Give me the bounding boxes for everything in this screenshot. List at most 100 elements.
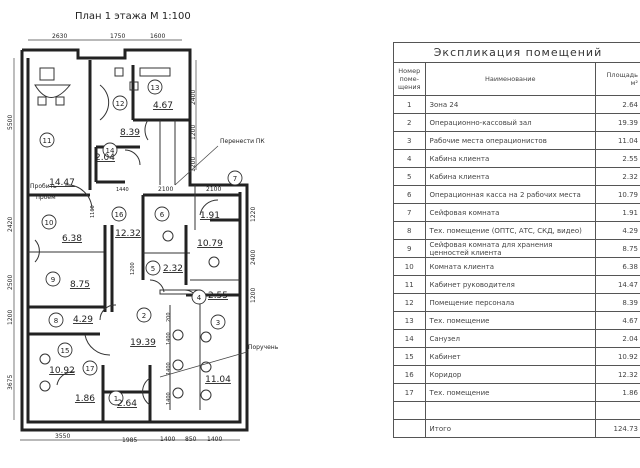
room-area: 4.29 [73,315,93,325]
row-area: 2.04 [595,329,640,348]
dim-left-1: 5500 [7,115,14,130]
dim-right-6: 1200 [250,288,257,303]
dim-top-2: 1750 [110,33,125,40]
room-schedule-table: Экспликация помещений Номер поме-щения Н… [393,42,640,438]
note-make-opening-2: проем [36,194,56,201]
room-number-circle [41,214,57,230]
header-number: Номер поме-щения [393,62,426,96]
row-number: 10 [393,257,426,276]
room-area: 14.47 [49,178,75,188]
blank-cell [424,401,597,420]
header-area: Площадь м² [595,62,640,96]
row-name: Операционно-кассовый зал [424,113,597,132]
dim-inner-2: 2100 [158,186,173,193]
row-number: 16 [393,365,426,384]
room-labels: 1114.47128.39134.67142.041612.32610.7971… [39,79,243,409]
dim-bottom-1: 3550 [55,433,70,440]
row-name: Операционная касса на 2 рабочих места [424,185,597,204]
room-number-circle [145,260,161,276]
row-name: Зона 24 [424,95,597,114]
dim-right-3: 1200 [190,157,197,172]
row-number: 2 [393,113,426,132]
dim-inner-9: 1400 [166,392,172,405]
dim-top-3: 1600 [150,33,165,40]
note-handrail: Поручень [248,344,279,351]
row-number: 12 [393,293,426,312]
room-number: 16 [115,211,124,219]
room-area: 8.75 [70,280,90,290]
row-name: Сейфовая комната [424,203,597,222]
room-number: 1 [114,395,118,403]
room-number-circle [39,132,55,148]
total-label: Итого [424,419,597,438]
room-number-circle [147,79,163,95]
room-number-circle [111,206,127,222]
row-number: 3 [393,131,426,150]
room-area: 8.39 [120,128,140,138]
row-area: 14.47 [595,275,640,294]
header-name: Наименование [424,62,597,96]
row-area: 12.32 [595,365,640,384]
row-name: Коридор [424,365,597,384]
row-name: Комната клиента [424,257,597,276]
row-name: Тех. помещение [424,383,597,402]
room-number-circle [48,312,64,328]
row-name: Тех. помещение [424,311,597,330]
room-number: 9 [51,276,55,284]
room-area: 6.38 [62,234,82,244]
room-number: 10 [45,219,54,227]
room-number: 5 [151,265,155,273]
row-number: 15 [393,347,426,366]
room-area: 10.92 [49,366,75,376]
row-number: 7 [393,203,426,222]
dim-right-2: 1200 [190,125,197,140]
room-area: 10.79 [197,239,223,249]
room-area: 12.32 [115,229,141,239]
total-area: 124.73 [595,419,640,438]
dim-bottom-3: 1400 [160,436,175,443]
room-number: 4 [197,294,202,302]
row-name: Сейфовая комната для хранения ценностей … [424,239,597,258]
row-name: Кабина клиента [424,167,597,186]
row-area: 2.55 [595,149,640,168]
row-number: 5 [393,167,426,186]
plan-title: План 1 этажа М 1:100 [75,11,191,22]
row-name: Рабочие места операционистов [424,131,597,150]
note-move-pc: Перенести ПК [220,138,265,145]
room-number-circle [210,314,226,330]
row-name: Санузел [424,329,597,348]
blank-cell [393,419,426,438]
dim-inner-5: 1200 [130,262,136,275]
blank-cell [393,401,426,420]
row-name: Тех. помещение (ОПТС, АТС, СКД, видео) [424,221,597,240]
dim-right-1: 2400 [190,90,197,105]
row-name: Кабинет [424,347,597,366]
room-number-circle [102,142,118,158]
row-number: 6 [393,185,426,204]
row-number: 9 [393,239,426,258]
dim-left-2: 2420 [7,217,14,232]
dim-inner-3: 2100 [206,186,221,193]
row-number: 8 [393,221,426,240]
row-area: 8.39 [595,293,640,312]
dim-inner-8: 1400 [166,362,172,375]
room-number-circle [191,289,207,305]
table-title: Экспликация помещений [393,42,640,63]
room-number: 8 [54,317,58,325]
row-area: 2.32 [595,167,640,186]
room-area: 2.64 [117,399,137,409]
dim-bottom-2: 1985 [122,437,137,444]
dim-right-5: 2400 [250,250,257,265]
dim-left-4: 1200 [7,310,14,325]
room-number: 2 [142,312,146,320]
row-area: 10.79 [595,185,640,204]
room-number: 15 [61,347,70,355]
dim-right-4: 1220 [250,207,257,222]
